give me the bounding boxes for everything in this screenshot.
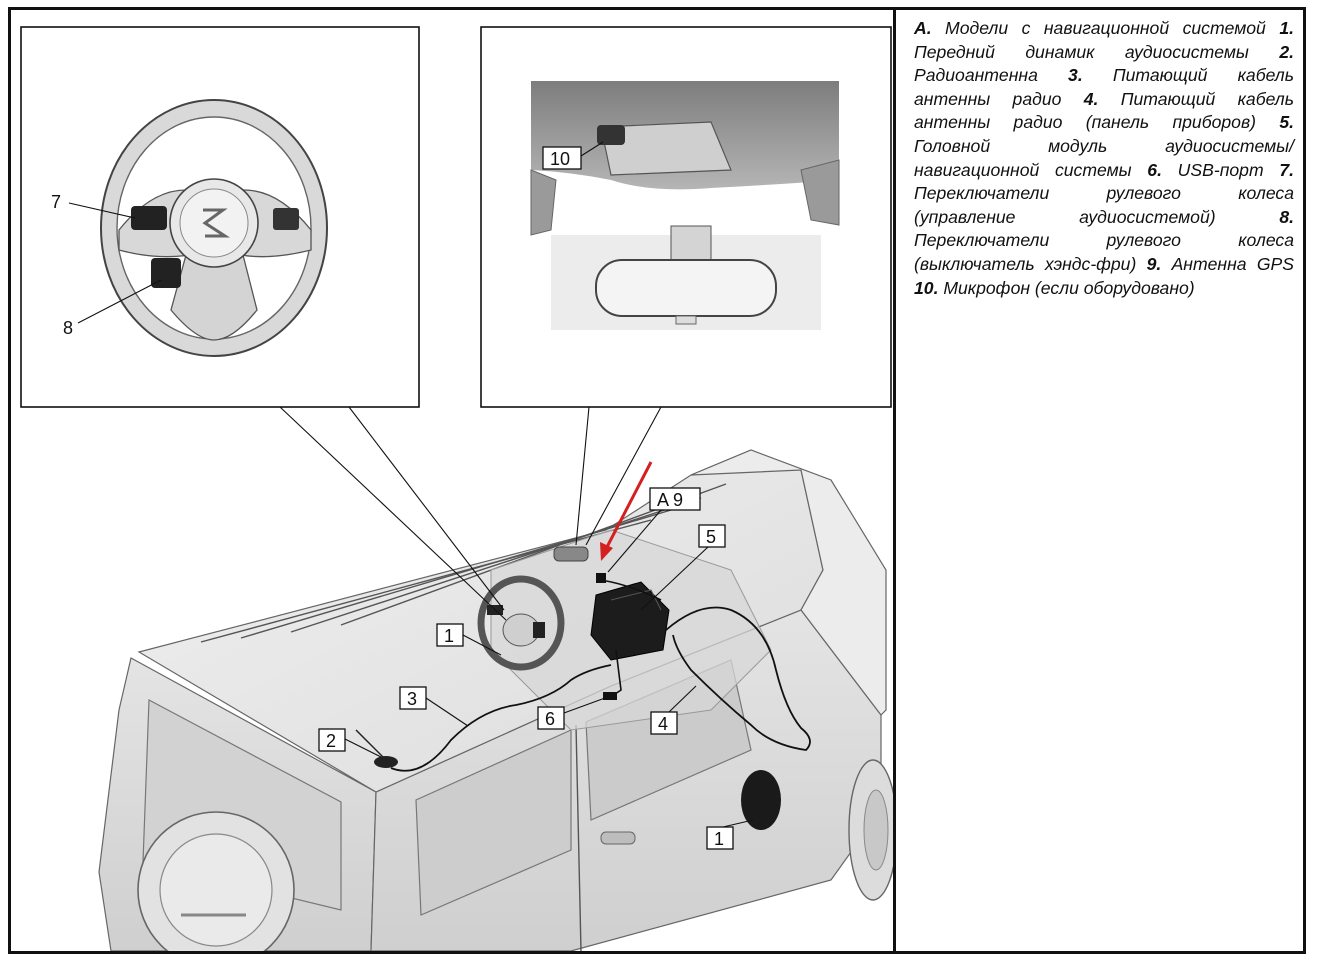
column-divider [893,7,896,954]
overhead-console [600,121,732,176]
callout-4: 4 [650,685,697,735]
legend-text-6: USB-порт [1161,159,1280,180]
svg-text:8: 8 [63,318,73,338]
legend-text-3: Питающий кабель антенны радио [914,65,1294,109]
callout-6: 6 [537,697,606,730]
audio-control-switch [131,206,167,230]
legend-text-10: Микрофон (если оборудовано) [938,277,1195,298]
callout-10: 10 [542,141,604,170]
legend-text-8: Переключатели рулевого колеса (выключате… [914,230,1294,274]
svg-text:4: 4 [658,714,668,734]
radio-antenna [355,729,398,768]
callout-1-lower: 1 [706,819,754,850]
legend-text: A. Модели с навигационной системой 1. Пе… [914,17,1294,300]
legend-num-10: 10. [914,277,939,298]
door-handle [600,831,636,845]
legend-num-2: 2. [1279,41,1294,62]
legend-num-5: 5. [1279,112,1294,133]
steering-wheel-large [100,99,328,357]
svg-text:7: 7 [51,192,61,212]
callout-a9: A 9 [607,487,701,573]
svg-text:A 9: A 9 [657,490,683,510]
legend-num-6: 6. [1147,159,1162,180]
front-speaker [741,770,781,830]
legend-num-8: 8. [1279,206,1294,227]
front-wheel [848,759,893,901]
svg-text:5: 5 [706,527,716,547]
usb-port [603,692,617,700]
legend-text-4: Питающий кабель антенны радио (панель пр… [914,88,1294,133]
legend-num-3: 3. [1068,65,1083,86]
legend-text-1: Передний динамик аудиосистемы [914,41,1280,62]
inset-steering-wheel [20,26,507,621]
legend-num-1: 1. [1279,18,1294,38]
callout-5: 5 [640,524,726,611]
dash-harness [665,606,811,751]
svg-text:1: 1 [714,829,724,849]
antenna-cable [390,664,612,772]
callout-1-upper: 1 [436,623,502,656]
svg-text:6: 6 [545,709,555,729]
rearview-mirror [595,259,777,317]
callout-8: 8 [63,318,73,338]
legend-num-7: 7. [1279,159,1295,180]
callout-3: 3 [399,686,469,727]
svg-text:2: 2 [326,731,336,751]
callout-7: 7 [51,192,61,212]
gps-cable [600,579,662,601]
inset-overhead-console [480,26,892,546]
legend-text-9: Антенна GPS [1161,253,1295,274]
legend-text-2: Радиоантенна [914,65,1069,86]
legend-text-5: Головной модуль аудиосистемы/навигационн… [914,135,1294,180]
svg-text:3: 3 [407,689,417,709]
legend-num-a: A. [914,18,932,38]
legend-num-9: 9. [1146,253,1162,274]
legend: A. Модели с навигационной системой 1. Пе… [914,17,1294,300]
gps-pointer-arrow [600,461,653,561]
microphone [597,125,625,145]
legend-text-7: Переключатели рулевого колеса (управлени… [914,183,1294,227]
gps-antenna [553,546,589,562]
legend-text-a: Модели с навигационной системой [931,18,1280,38]
legend-num-4: 4. [1083,88,1099,109]
vehicle-illustration [98,449,893,951]
handsfree-switch [151,258,181,288]
svg-text:1: 1 [444,626,454,646]
audio-system-diagram: 7 8 10 A 9 5 1 3 6 4 [20,26,893,951]
vehicle-hood [690,449,887,716]
callout-2: 2 [318,728,382,758]
side-window-rear [415,729,572,916]
svg-text:10: 10 [550,149,570,169]
spare-wheel [137,811,295,951]
